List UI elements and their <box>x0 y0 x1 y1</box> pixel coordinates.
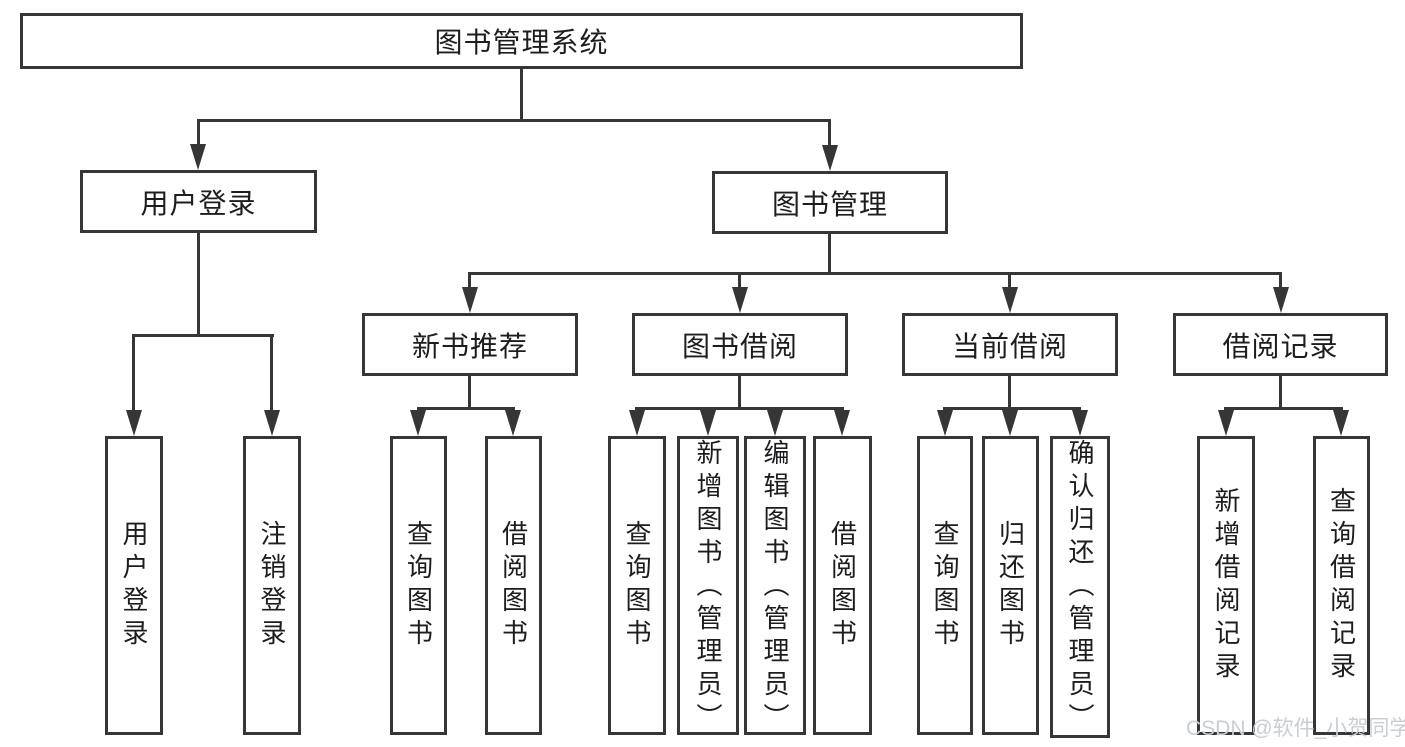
node-leaf-edit-book-admin: 编辑图书（管理员） <box>744 436 806 736</box>
node-leaf-add-book-admin: 新增图书（管理员） <box>677 436 739 736</box>
edge-stub-new-book-rec <box>468 272 471 292</box>
node-book-mgmt-label: 图书管理 <box>771 188 888 220</box>
edge-stub-book-mgmt <box>828 119 831 155</box>
edge-stub-current-borrow <box>1008 272 1011 292</box>
node-leaf-query-book-3: 查询图书 <box>917 436 973 735</box>
node-leaf-borrow-book-1: 借阅图书 <box>485 436 542 735</box>
node-leaf-confirm-return-admin: 确认归还（管理员） <box>1050 436 1110 738</box>
node-book-borrow-label: 图书借阅 <box>681 330 798 362</box>
edge-book-borrow-branch <box>636 407 844 410</box>
arrowhead-borrow-records <box>1273 287 1289 313</box>
arrowhead-book-mgmt <box>822 145 838 171</box>
node-book-borrow: 图书借阅 <box>632 313 848 376</box>
edge-stub-leaf-user-login <box>132 334 135 412</box>
edge-book-mgmt-trunk <box>828 234 831 275</box>
node-leaf-borrow-book-1-label: 借阅图书 <box>498 519 529 652</box>
edge-stub-leaf-logout <box>270 334 273 412</box>
arrowhead-add-book <box>700 410 716 436</box>
node-book-mgmt: 图书管理 <box>712 171 948 234</box>
arrowhead-leaf-logout <box>264 410 280 436</box>
arrowhead-user-login <box>190 144 206 170</box>
node-root: 图书管理系统 <box>20 13 1023 69</box>
edge-borrow-records-trunk <box>1279 376 1282 410</box>
arrowhead-return-book <box>1002 410 1018 436</box>
node-borrow-records: 借阅记录 <box>1173 313 1388 376</box>
node-leaf-logout-label: 注销登录 <box>257 519 287 652</box>
edge-new-book-rec-branch <box>417 407 515 410</box>
node-leaf-add-borrow-record-label: 新增借阅记录 <box>1211 486 1241 685</box>
edge-book-borrow-trunk <box>738 376 741 410</box>
arrowhead-borrow-book-1 <box>505 410 521 436</box>
watermark: CSDN @软件_小贺同学 <box>1186 717 1405 740</box>
arrowhead-confirm-return <box>1072 410 1088 436</box>
edge-stub-book-borrow <box>738 272 741 292</box>
node-leaf-return-book: 归还图书 <box>982 436 1039 735</box>
edge-root-trunk <box>520 69 523 122</box>
node-leaf-query-book-2-label: 查询图书 <box>622 519 652 652</box>
node-leaf-query-book-1: 查询图书 <box>390 436 447 735</box>
node-new-book-rec-label: 新书推荐 <box>411 330 528 362</box>
edge-borrow-records-branch <box>1224 407 1343 410</box>
arrowhead-book-borrow <box>732 287 748 313</box>
node-leaf-user-login-label: 用户登录 <box>119 519 149 652</box>
arrowhead-add-record <box>1218 410 1234 436</box>
node-current-borrow-label: 当前借阅 <box>951 330 1068 362</box>
node-leaf-query-book-3-label: 查询图书 <box>930 519 960 652</box>
node-borrow-records-label: 借阅记录 <box>1222 330 1339 362</box>
node-leaf-borrow-book-2-label: 借阅图书 <box>827 519 858 652</box>
node-current-borrow: 当前借阅 <box>902 313 1118 376</box>
node-leaf-query-borrow-record: 查询借阅记录 <box>1313 436 1370 735</box>
edge-new-book-rec-trunk <box>468 376 471 410</box>
arrowhead-query-book-1 <box>410 410 426 436</box>
edge-user-login-branch <box>133 334 274 337</box>
edge-stub-user-login <box>197 119 200 155</box>
arrowhead-new-book-rec <box>462 287 478 313</box>
node-leaf-edit-book-admin-label: 编辑图书（管理员） <box>760 439 790 736</box>
arrowhead-edit-book <box>767 410 783 436</box>
node-leaf-borrow-book-2: 借阅图书 <box>813 436 872 735</box>
edge-current-borrow-trunk <box>1008 376 1011 410</box>
arrowhead-leaf-user-login <box>126 410 142 436</box>
arrowhead-borrow-book-2 <box>834 410 850 436</box>
arrowhead-query-record <box>1333 410 1349 436</box>
node-leaf-query-borrow-record-label: 查询借阅记录 <box>1326 486 1357 685</box>
node-leaf-add-borrow-record: 新增借阅记录 <box>1197 436 1255 735</box>
edge-user-login-trunk <box>197 233 200 337</box>
arrowhead-query-book-3 <box>937 410 953 436</box>
node-leaf-query-book-1-label: 查询图书 <box>403 519 434 652</box>
arrowhead-query-book-2 <box>629 410 645 436</box>
edge-root-branch <box>197 119 831 122</box>
node-new-book-rec: 新书推荐 <box>362 313 578 376</box>
edge-stub-borrow-records <box>1279 272 1282 292</box>
node-user-login: 用户登录 <box>80 170 317 233</box>
node-leaf-logout: 注销登录 <box>243 436 301 735</box>
node-leaf-add-book-admin-label: 新增图书（管理员） <box>693 439 723 736</box>
arrowhead-current-borrow <box>1002 287 1018 313</box>
node-root-label: 图书管理系统 <box>434 27 609 58</box>
node-leaf-confirm-return-admin-label: 确认归还（管理员） <box>1065 439 1095 736</box>
edge-book-mgmt-branch <box>468 272 1282 275</box>
node-leaf-query-book-2: 查询图书 <box>608 436 666 735</box>
node-leaf-user-login: 用户登录 <box>105 436 163 735</box>
node-user-login-label: 用户登录 <box>140 187 257 219</box>
edge-current-borrow-branch <box>943 407 1081 410</box>
node-leaf-return-book-label: 归还图书 <box>995 519 1026 652</box>
